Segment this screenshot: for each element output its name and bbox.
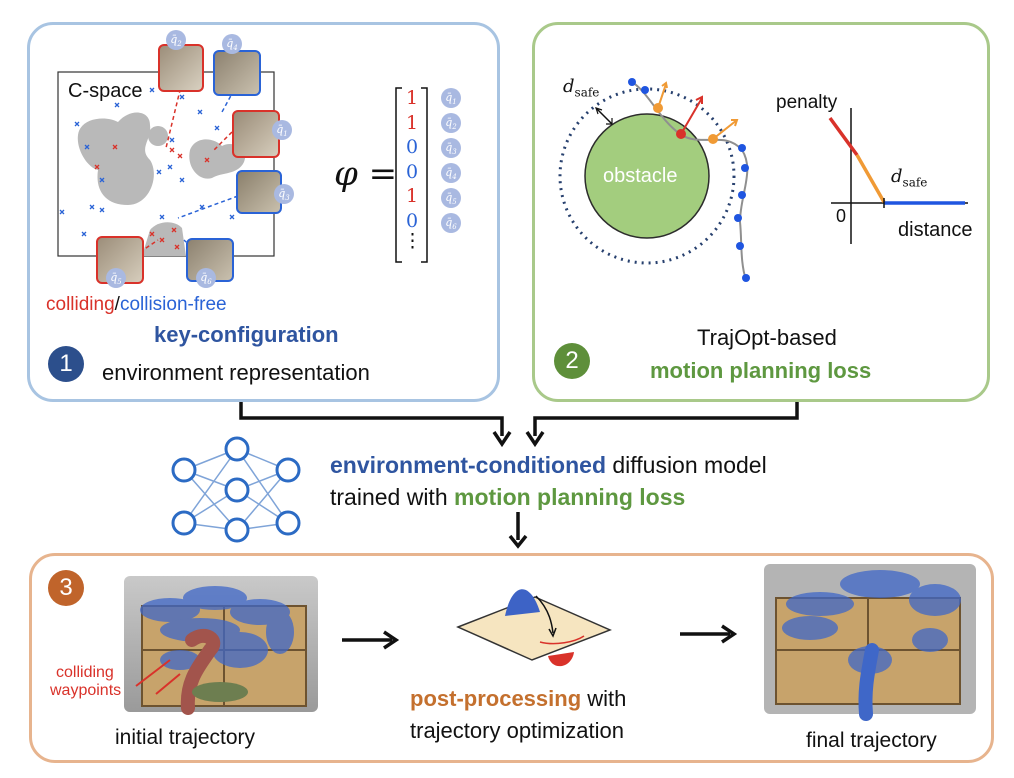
waypoint (738, 191, 746, 199)
penalty-red-segment (828, 116, 859, 157)
panel2-subtitle: motion planning loss (650, 358, 872, 383)
config-thumb-q4 (213, 50, 261, 96)
panel2-title: TrajOpt-based (697, 325, 837, 350)
model-line1: environment-conditioned diffusion model (330, 452, 767, 479)
legend-colliding: colliding (46, 294, 115, 315)
badge-q3: q̄3 (274, 184, 294, 204)
model-line2-bold: motion planning loss (454, 484, 686, 510)
step-number-2: 2 (554, 343, 590, 379)
waypoint (734, 214, 742, 222)
zero-label: 0 (836, 206, 847, 226)
colliding-waypoints-label: colliding waypoints (50, 664, 121, 700)
cspace-obstacle (77, 112, 154, 205)
post-rest: with (581, 686, 627, 711)
vector-entry: 0 (405, 136, 419, 158)
step-number-1: 1 (48, 346, 84, 382)
model-line1-rest: diffusion model (606, 452, 767, 478)
legend-slash: / (114, 294, 120, 315)
gradient-arrow (680, 97, 703, 135)
panel-key-configuration (27, 22, 500, 402)
network-nodes (171, 436, 301, 543)
vector-entry: 1 (405, 87, 419, 109)
obstacle-label: obstacle (603, 165, 678, 187)
vector-badge-q6: q̄6 (441, 213, 461, 233)
waypoint (736, 242, 744, 250)
cspace-obstacle (189, 139, 246, 179)
dsafe-label-right: dsafe (891, 166, 928, 190)
vector-entry: 1 (405, 111, 419, 134)
gradient-arrow (657, 83, 667, 109)
badge-q4: q̄4 (222, 34, 242, 54)
final-trajectory-label: final trajectory (806, 729, 937, 752)
colliding-line2: waypoints (50, 682, 122, 699)
model-line2-plain: trained with (330, 484, 455, 510)
vector-badge-q1: q̄1 (441, 88, 461, 108)
penalty-orange-segment (855, 154, 886, 203)
post-bold: post-processing (410, 686, 582, 711)
vector-entry: 0 (405, 160, 419, 183)
badge-q6: q̄6 (196, 268, 216, 288)
step-number-3: 3 (48, 570, 84, 606)
waypoint (741, 164, 749, 172)
post-line1: post-processing with (410, 686, 626, 712)
vector-badge-q5: q̄5 (441, 188, 461, 208)
panel1-title: key-configuration (154, 322, 339, 347)
panel1-subtitle: environment representation (102, 360, 370, 385)
legend: colliding/collision-free (46, 294, 227, 316)
vector-dots: ⋮ (403, 230, 422, 252)
obstacle-circle (584, 113, 710, 239)
connector-right (533, 402, 799, 436)
connector-left (239, 402, 504, 436)
phi-label: φ = (334, 154, 398, 194)
colliding-arm (180, 628, 221, 715)
descent-path (535, 595, 554, 634)
arrow-q1 (213, 131, 233, 151)
badge-q1: q̄1 (272, 120, 292, 140)
post-line2: trajectory optimization (410, 718, 624, 743)
waypoint (628, 78, 636, 86)
badge-q5: q̄5 (106, 268, 126, 288)
waypoint (641, 86, 649, 94)
model-line1-bold: environment-conditioned (330, 452, 606, 478)
vector-badge-q3: q̄3 (441, 138, 461, 158)
landscape-valley (548, 652, 574, 667)
colliding-pointer (135, 659, 181, 695)
cspace-label: C-space (68, 80, 143, 102)
vector-badge-q4: q̄4 (441, 163, 461, 183)
arrow-q3 (177, 195, 239, 219)
penalty-label: penalty (776, 92, 838, 113)
vector-entry: 0 (405, 209, 419, 232)
arrow-q2 (165, 81, 183, 149)
colliding-line1: colliding (56, 664, 114, 681)
initial-trajectory-label: initial trajectory (115, 726, 256, 749)
panel-motion-planning-loss (532, 22, 990, 402)
dsafe-arrow (595, 107, 613, 125)
vector-badge-q2: q̄2 (441, 113, 461, 133)
network-edges (183, 448, 289, 531)
legend-free: collision-free (119, 294, 227, 315)
vector-entry: 1 (405, 185, 419, 207)
panel-post-processing (29, 553, 994, 763)
badge-q2: q̄2 (166, 30, 186, 50)
safety-margin-circle (558, 87, 736, 265)
waypoint (738, 144, 746, 152)
colliding-samples (94, 144, 210, 250)
gradient-arrow (712, 119, 738, 140)
landscape-peak (505, 589, 540, 616)
model-line2: trained with motion planning loss (330, 484, 685, 511)
dsafe-label-left: dsafe (563, 76, 600, 100)
key-config-vector: 1 1 0 0 1 0 ⋮ (403, 86, 422, 252)
waypoint (742, 274, 750, 282)
distance-label: distance (898, 219, 973, 241)
cspace-obstacle (148, 126, 168, 146)
